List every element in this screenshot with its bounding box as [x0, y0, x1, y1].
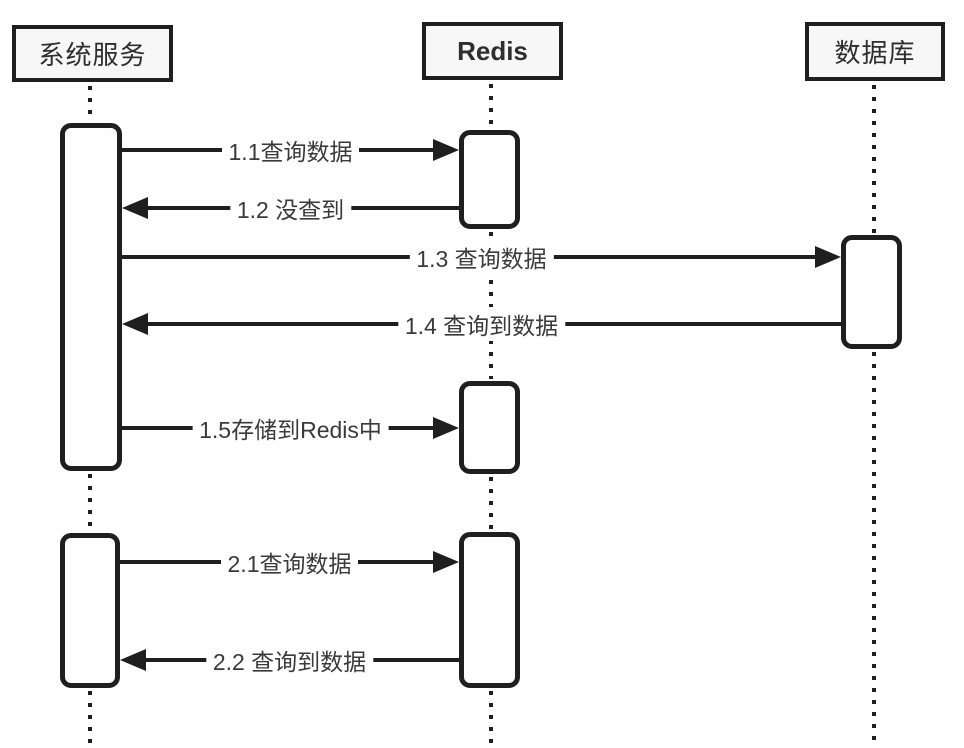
message-2-2-label: 2.2 查询到数据: [205, 643, 374, 677]
actor-box-database: 数据库: [805, 22, 945, 81]
lifeline-system-service-seg3: [88, 691, 92, 746]
actor-label-database: 数据库: [834, 38, 916, 68]
arrowhead-right-icon: [815, 246, 841, 268]
message-1-5-label: 1.5存储到Redis中: [192, 411, 389, 445]
actor-box-redis: Redis: [422, 22, 563, 80]
lifeline-system-service-seg2: [88, 474, 92, 531]
message-1-3-label: 1.3 查询数据: [409, 240, 554, 274]
activation-redis-2: [459, 381, 520, 474]
activation-database-1: [841, 235, 902, 349]
activation-redis-1: [459, 130, 520, 229]
actor-box-system-service: 系统服务: [12, 25, 173, 82]
message-2-1: 2.1查询数据: [120, 545, 459, 579]
lifeline-system-service-seg1: [88, 86, 92, 121]
message-1-1-label: 1.1查询数据: [221, 133, 360, 167]
arrowhead-left-icon: [122, 197, 148, 219]
activation-system-service-2: [60, 533, 120, 688]
lifeline-database-seg2: [872, 352, 876, 746]
lifeline-database-seg1: [872, 85, 876, 233]
arrowhead-left-icon: [122, 313, 148, 335]
message-1-4: 1.4 查询到数据: [122, 307, 841, 341]
actor-label-redis: Redis: [457, 35, 528, 66]
arrowhead-right-icon: [433, 551, 459, 573]
message-2-2: 2.2 查询到数据: [120, 643, 459, 677]
arrowhead-right-icon: [433, 417, 459, 439]
lifeline-redis-seg2: [489, 232, 493, 379]
message-1-2: 1.2 没查到: [122, 191, 459, 225]
activation-redis-3: [459, 532, 520, 688]
message-1-4-label: 1.4 查询到数据: [397, 307, 566, 341]
actor-label-system-service: 系统服务: [38, 40, 147, 70]
lifeline-redis-seg4: [489, 691, 493, 746]
message-1-2-label: 1.2 没查到: [229, 191, 352, 225]
lifeline-redis-seg3: [489, 477, 493, 530]
message-2-1-label: 2.1查询数据: [220, 545, 359, 579]
arrowhead-right-icon: [433, 139, 459, 161]
message-1-3: 1.3 查询数据: [122, 240, 841, 274]
activation-system-service-1: [60, 123, 122, 471]
message-1-5: 1.5存储到Redis中: [122, 411, 459, 445]
message-1-1: 1.1查询数据: [122, 133, 459, 167]
lifeline-redis-seg1: [489, 84, 493, 128]
arrowhead-left-icon: [120, 649, 146, 671]
